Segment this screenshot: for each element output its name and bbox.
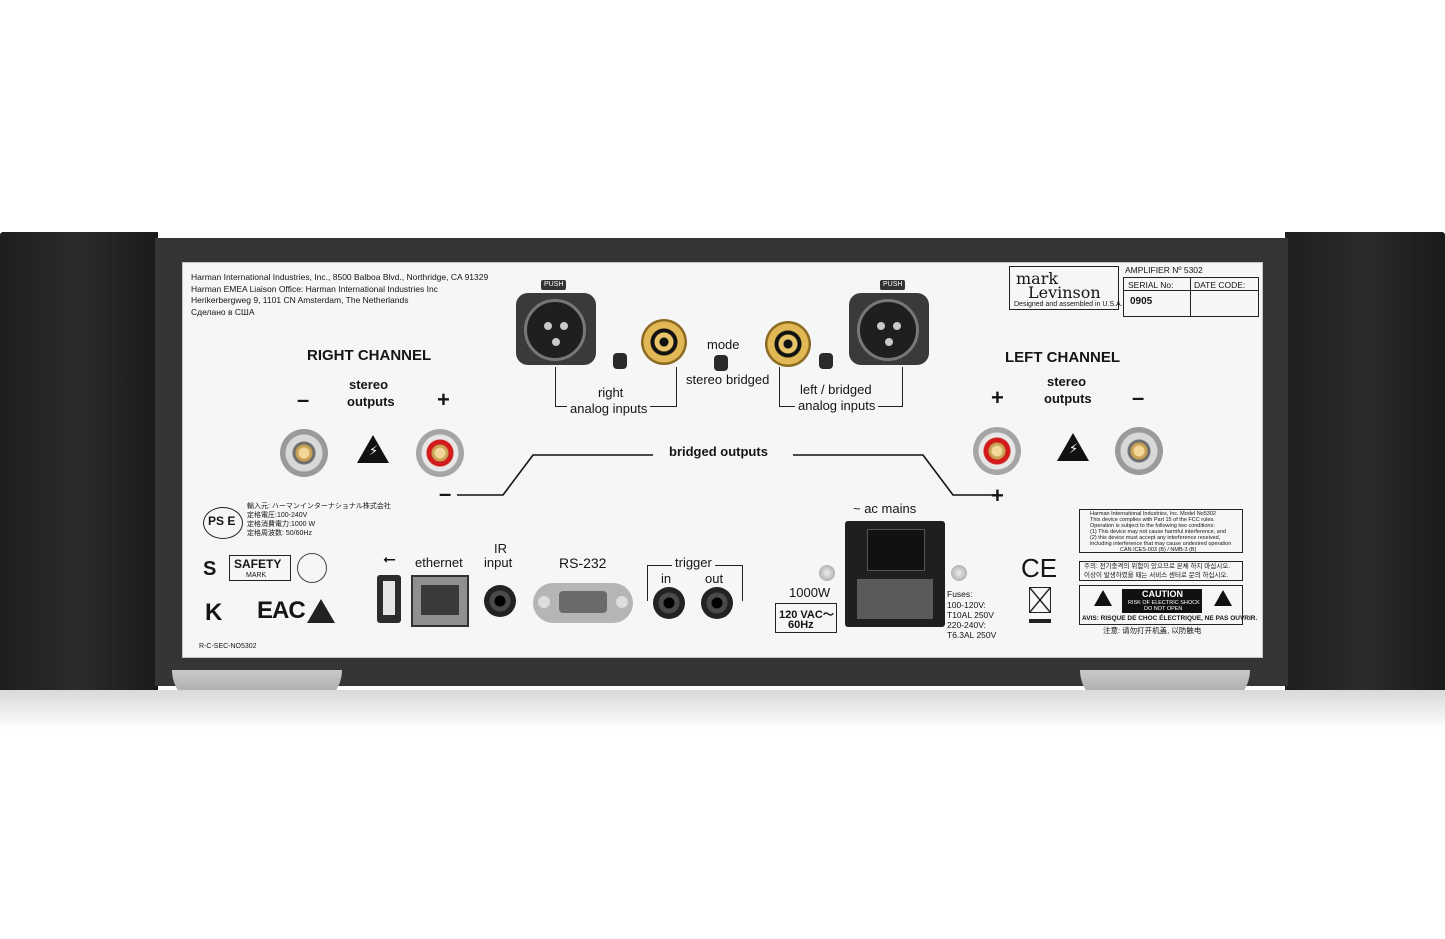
ethernet-port[interactable] [411,575,469,627]
right-inputs-label-1: right [595,385,627,401]
serial-box: SERIAL No: DATE CODE: 0905 [1123,277,1259,317]
floor-shadow [0,690,1445,730]
left-channel-title: LEFT CHANNEL [1005,349,1120,366]
trigger-in-jack[interactable] [653,587,685,619]
ethernet-label: ethernet [415,555,463,570]
mode-stereo-label: stereo [686,372,723,387]
caution-exclamation-icon [1214,590,1232,606]
left-plus-sign: + [991,385,1004,410]
left-rca-input[interactable] [765,321,811,367]
weee-bin-icon [1029,587,1051,613]
mode-bridged-label: bridged [726,372,770,387]
inlet-screw-left [819,565,835,581]
trigger-in-label: in [661,571,672,586]
korea-warning-label: 주의: 전기충격의 위험이 있으므로 본체 하지 마십시오. 이상이 발생하였을… [1079,561,1243,581]
usb-icon: ⭠ [383,551,396,568]
right-inputs-label-2: analog inputs [567,401,651,417]
right-rca-input[interactable] [641,319,687,365]
bridged-outputs-label: bridged outputs [669,444,768,459]
right-xlr-input[interactable] [516,293,596,365]
right-input-select-switch[interactable] [613,353,627,369]
safety-mark-badge: SAFETY MARK [229,555,291,581]
inlet-screw-right [951,565,967,581]
eac-mark: EAC [257,597,306,624]
left-negative-terminal[interactable] [1115,427,1163,475]
fuse-rating-2: T6.3AL 250V [947,630,997,640]
right-positive-terminal[interactable] [416,429,464,477]
company-liaison-address: Herikerbergweg 9, 1101 CN Amsterdam, The… [191,295,409,305]
mode-label: mode [707,337,740,352]
safety-s-logo: S [203,558,217,580]
company-address: Harman International Industries, Inc., 8… [191,272,489,282]
ir-label-2: input [484,555,513,570]
left-input-select-switch[interactable] [819,353,833,369]
fuses-title: Fuses: [947,589,973,599]
left-inputs-label-2: analog inputs [795,398,879,414]
usb-port[interactable] [377,575,401,623]
ac-inlet[interactable] [845,521,945,627]
right-negative-terminal[interactable] [280,429,328,477]
left-outputs-label: outputs [1044,391,1092,406]
pse-mark: PS E [203,507,243,539]
trigger-out-label: out [705,571,724,586]
made-in-usa-ru: Сделано в США [191,307,255,317]
rcm-mark-icon [307,599,335,623]
ac-mains-label: ~ ac mains [853,501,917,516]
ir-input-jack[interactable] [484,585,516,617]
certification-seal-icon [297,553,327,583]
fuse-rating-1: T10AL 250V [947,610,994,620]
left-shock-warning-icon: ⚡ [1057,433,1089,461]
rear-panel: Harman International Industries, Inc., 8… [182,262,1263,658]
brand-logo: mark Levinson Designed and assembled in … [1009,266,1123,310]
japan-power: 定格消費電力:1000 W [247,521,316,528]
mode-switch[interactable] [714,355,728,371]
kc-code: R-C-SEC-NO5302 [199,643,257,650]
japan-frequency: 定格周波数: 50/60Hz [247,530,312,537]
fcc-label: Harman International Industries, Inc. Mo… [1079,509,1243,553]
trigger-out-jack[interactable] [701,587,733,619]
serial-value: 0905 [1130,296,1153,307]
japan-importer: 輸入元: ハーマンインターナショナル株式会社 [247,503,391,510]
weee-bar [1029,619,1051,623]
left-positive-terminal[interactable] [973,427,1021,475]
left-side-panel [0,232,158,702]
bridged-outputs-line [457,454,998,496]
push-label-left: PUSH [880,280,906,290]
japan-voltage: 定格電圧:100-240V [247,512,308,519]
right-channel-title: RIGHT CHANNEL [307,347,432,364]
power-rating: 1000W [789,585,831,600]
right-minus-sign: – [297,387,310,412]
kc-mark-icon: K [205,599,223,626]
right-side-panel [1285,232,1445,702]
voltage-box: 120 VAC～ 60Hz [775,603,837,633]
ce-mark: CE [1021,553,1058,583]
company-liaison: Harman EMEA Liaison Office: Harman Inter… [191,284,438,294]
push-label-right: PUSH [541,280,567,290]
right-outputs-label: outputs [347,394,395,409]
china-warning: 注意: 请勿打开机盖, 以防触电 [1103,626,1202,635]
model-number: AMPLIFIER Nº 5302 [1125,265,1203,275]
brand-tagline: Designed and assembled in U.S.A. [1014,301,1123,308]
right-shock-warning-icon: ⚡ [357,435,389,463]
left-bridged-plus: + [991,483,1004,508]
right-bridged-minus: – [439,481,452,506]
rs232-port[interactable] [533,583,633,623]
trigger-label: trigger [672,555,715,571]
left-inputs-label-1: left / bridged [797,382,875,398]
left-xlr-input[interactable] [849,293,929,365]
left-stereo-label: stereo [1047,374,1087,389]
left-minus-sign: – [1132,385,1145,410]
fuse-range-2: 220-240V: [947,620,986,630]
right-plus-sign: + [437,387,450,412]
ir-label-1: IR [494,541,507,556]
caution-shock-icon [1094,590,1112,606]
caution-label: CAUTION RISK OF ELECTRIC SHOCK DO NOT OP… [1079,585,1257,625]
right-stereo-label: stereo [349,377,389,392]
fuse-range-1: 100-120V: [947,600,986,610]
rs232-label: RS-232 [559,555,607,571]
